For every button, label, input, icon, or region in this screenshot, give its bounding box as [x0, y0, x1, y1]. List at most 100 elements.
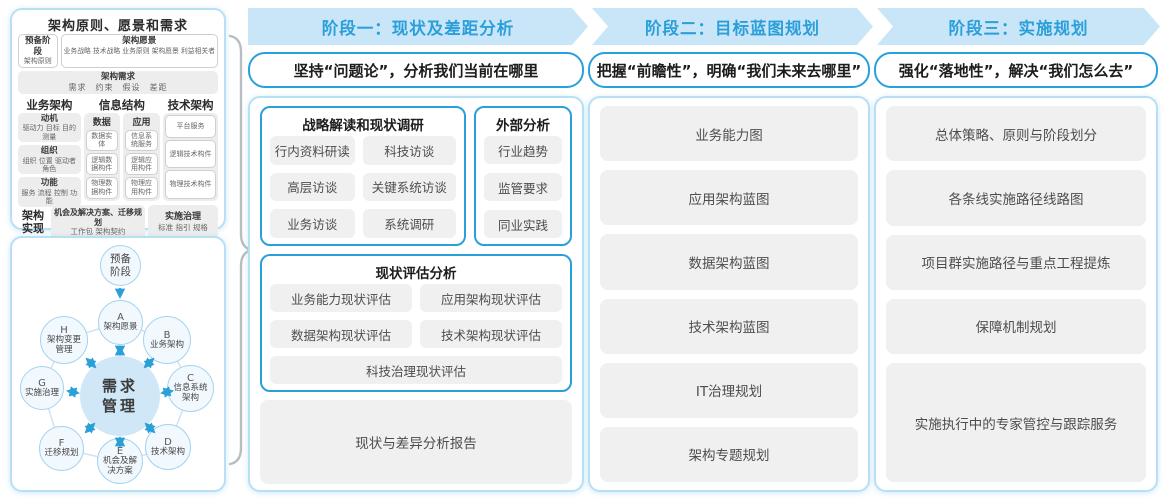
physical-data-box: 物理数据构件: [85, 176, 118, 199]
opportunities-migration-title: 机会及解决方案、迁移规划: [54, 208, 142, 227]
architecture-vision-box: 架构愿景 业务战略 技术战略 业务原则 架构愿景 利益相关者: [60, 34, 218, 68]
requirements-management-circle: 需求管理: [80, 356, 160, 436]
deliverable-box: 技术架构蓝图: [600, 298, 858, 354]
assessment-item: 科技治理现状评估: [270, 356, 562, 384]
external-analysis-title: 外部分析: [496, 118, 550, 134]
domain-headers: 业务架构 信息结构 技术架构: [18, 97, 218, 112]
info-system-service-box: 信息系统服务: [124, 129, 159, 152]
data-entity-box: 数据实体: [85, 129, 118, 152]
external-item: 同业实践: [484, 210, 562, 238]
prep-phase-sub: 架构原则: [23, 57, 52, 66]
domain-columns: 动机 驱动力 目标 目的 测量 组织 组织 位置 驱动者 角色 功能 服务 流程…: [18, 112, 218, 207]
organization-title: 组织: [40, 146, 58, 157]
deliverable-box: 数据架构蓝图: [600, 234, 858, 290]
deliverable-box: 应用架构蓝图: [600, 170, 858, 226]
adm-node-e-opportunities: E 机会及解决方案: [97, 438, 143, 484]
strategy-item: 科技访谈: [362, 136, 456, 165]
organization-box: 组织 组织 位置 驱动者 角色: [18, 145, 81, 175]
info-structure-header: 信息结构: [98, 97, 145, 112]
prep-phase-box: 预备阶段 架构原则: [18, 34, 58, 68]
strategy-item: 行内资料研读: [270, 136, 355, 165]
architecture-requirements-box: 架构需求 需求 约束 假设 差距: [18, 71, 218, 94]
app-group: 应用 信息系统服务 逻辑应用构件 物理应用构件: [122, 112, 161, 201]
phase-3-header: 阶段三：实施规划: [877, 8, 1160, 45]
deliverable-box: 保障机制规划: [886, 298, 1146, 355]
metamodel-panel: 架构原则、愿景和需求 预备阶段 架构原则 架构愿景 业务战略 技术战略 业务原则…: [10, 8, 226, 241]
opportunities-migration-items: 工作包 架构契约: [70, 227, 126, 237]
strategy-item: 业务访谈: [270, 209, 355, 238]
motivation-box: 动机 驱动力 目标 目的 测量: [18, 112, 81, 143]
opportunities-migration-box: 机会及解决方案、迁移规划 工作包 架构契约: [51, 204, 145, 241]
phase-1-subtitle: 坚持“问题论”，分析我们当前在哪里: [248, 52, 584, 88]
phase-1-content: 战略解读和现状调研 行内资料研读 科技访谈 高层访谈 关键系统访谈 业务访谈 系…: [248, 96, 584, 492]
deliverable-box: 各条线实施路径线路图: [886, 170, 1146, 226]
phase-3-content: 总体策略、原则与阶段划分 各条线实施路径线路图 项目群实施路径与重点工程提炼 保…: [874, 96, 1158, 492]
architecture-requirements-title: 架构需求: [100, 72, 135, 82]
phase-3-subtitle: 强化“落地性”，解决“我们怎么去”: [874, 52, 1158, 88]
assessment-item: 技术架构现状评估: [420, 320, 562, 348]
function-items: 服务 流程 控制 功能: [21, 189, 78, 206]
deliverable-box: 业务能力图: [600, 106, 858, 162]
platform-service-box: 平台服务: [165, 114, 216, 139]
strategy-item: 系统调研: [362, 209, 456, 238]
architecture-realization-row: 架构实现 机会及解决方案、迁移规划 工作包 架构契约 实施治理 标准 指引 规格: [18, 204, 218, 241]
tech-group: 平台服务 逻辑技术构件 物理技术构件: [163, 112, 218, 201]
architecture-vision-title: 架构愿景: [122, 36, 157, 46]
prep-phase-title: 预备阶段: [25, 36, 51, 57]
phase-1-header: 阶段一：现状及差距分析: [248, 8, 588, 45]
architecture-realization-label: 架构实现: [22, 208, 44, 235]
implementation-governance-title: 实施治理: [164, 212, 201, 223]
strategy-research-box: 战略解读和现状调研 行内资料研读 科技访谈 高层访谈 关键系统访谈 业务访谈 系…: [260, 106, 466, 246]
phase-2-subtitle: 把握“前瞻性”，明确“我们未来去哪里”: [588, 52, 870, 88]
data-group: 数据 数据实体 逻辑数据构件 物理数据构件: [83, 112, 120, 201]
adm-node-d-technology: D 技术架构: [145, 424, 191, 470]
architecture-vision-sub: 业务战略 技术战略 业务原则 架构愿景 利益相关者: [63, 46, 215, 55]
business-arch-column: 动机 驱动力 目标 目的 测量 组织 组织 位置 驱动者 角色 功能 服务 流程…: [18, 112, 81, 207]
adm-node-c-information-systems: C 信息系统架构: [167, 365, 214, 412]
business-arch-header: 业务架构: [26, 97, 73, 112]
strategy-item: 高层访谈: [270, 172, 355, 202]
assessment-box: 现状评估分析 业务能力现状评估 应用架构现状评估 数据架构现状评估 技术架构现状…: [260, 254, 572, 392]
assessment-item: 应用架构现状评估: [420, 284, 562, 312]
deliverable-box: 总体策略、原则与阶段划分: [886, 106, 1146, 162]
phase-2-content: 业务能力图 应用架构蓝图 数据架构蓝图 技术架构蓝图 IT治理规划 架构专题规划: [588, 96, 870, 492]
logical-data-box: 逻辑数据构件: [85, 153, 118, 175]
gap-analysis-report-box: 现状与差异分析报告: [260, 400, 572, 484]
external-item: 监管要求: [484, 173, 562, 201]
physical-app-box: 物理应用构件: [124, 176, 159, 199]
motivation-title: 动机: [40, 113, 58, 124]
implementation-governance-box: 实施治理 标准 指引 规格: [148, 204, 218, 241]
deliverable-box: 实施执行中的专家管控与跟踪服务: [886, 363, 1146, 482]
physical-tech-box: 物理技术构件: [165, 170, 216, 199]
function-box: 功能 服务 流程 控制 功能: [18, 177, 81, 207]
assessment-title: 现状评估分析: [375, 266, 457, 282]
deliverable-box: IT治理规划: [600, 362, 858, 418]
phase-2-header: 阶段二：目标蓝图规划: [592, 8, 873, 45]
motivation-items: 驱动力 目标 目的 测量: [22, 124, 77, 141]
data-group-title: 数据: [92, 117, 111, 128]
adm-node-h-change-management: H 架构变更管理: [40, 316, 88, 364]
logical-tech-box: 逻辑技术构件: [165, 140, 216, 169]
organization-items: 组织 位置 驱动者 角色: [22, 156, 77, 174]
external-item: 行业趋势: [484, 136, 562, 164]
adm-node-a-vision: A 架构愿景: [98, 300, 143, 345]
deliverable-box: 架构专题规划: [600, 426, 858, 483]
prep-vision-row: 预备阶段 架构原则 架构愿景 业务战略 技术战略 业务原则 架构愿景 利益相关者: [18, 34, 218, 68]
adm-cycle-panel: 预备阶段 A 架构愿景 B 业务架构 C 信息系统架构 D 技术架构 E 机会及…: [10, 236, 226, 492]
assessment-item: 数据架构现状评估: [270, 320, 412, 348]
strategy-item: 关键系统访谈: [362, 172, 456, 202]
app-group-title: 应用: [132, 117, 151, 128]
adm-node-preliminary: 预备阶段: [100, 245, 141, 286]
tech-arch-header: 技术架构: [167, 97, 214, 112]
assessment-item: 业务能力现状评估: [270, 284, 412, 312]
metamodel-title: 架构原则、愿景和需求: [47, 19, 188, 34]
adm-node-g-governance: G 实施治理: [20, 366, 64, 410]
adm-node-b-business: B 业务架构: [143, 316, 191, 364]
adm-node-f-migration: F 迁移规划: [39, 426, 84, 471]
external-analysis-box: 外部分析 行业趋势 监管要求 同业实践: [474, 106, 572, 246]
deliverable-box: 项目群实施路径与重点工程提炼: [886, 234, 1146, 290]
strategy-research-title: 战略解读和现状调研: [302, 118, 424, 134]
architecture-requirements-items: 需求 约束 假设 差距: [68, 82, 168, 92]
logical-app-box: 逻辑应用构件: [124, 153, 159, 175]
implementation-governance-items: 标准 指引 规格: [158, 223, 208, 233]
